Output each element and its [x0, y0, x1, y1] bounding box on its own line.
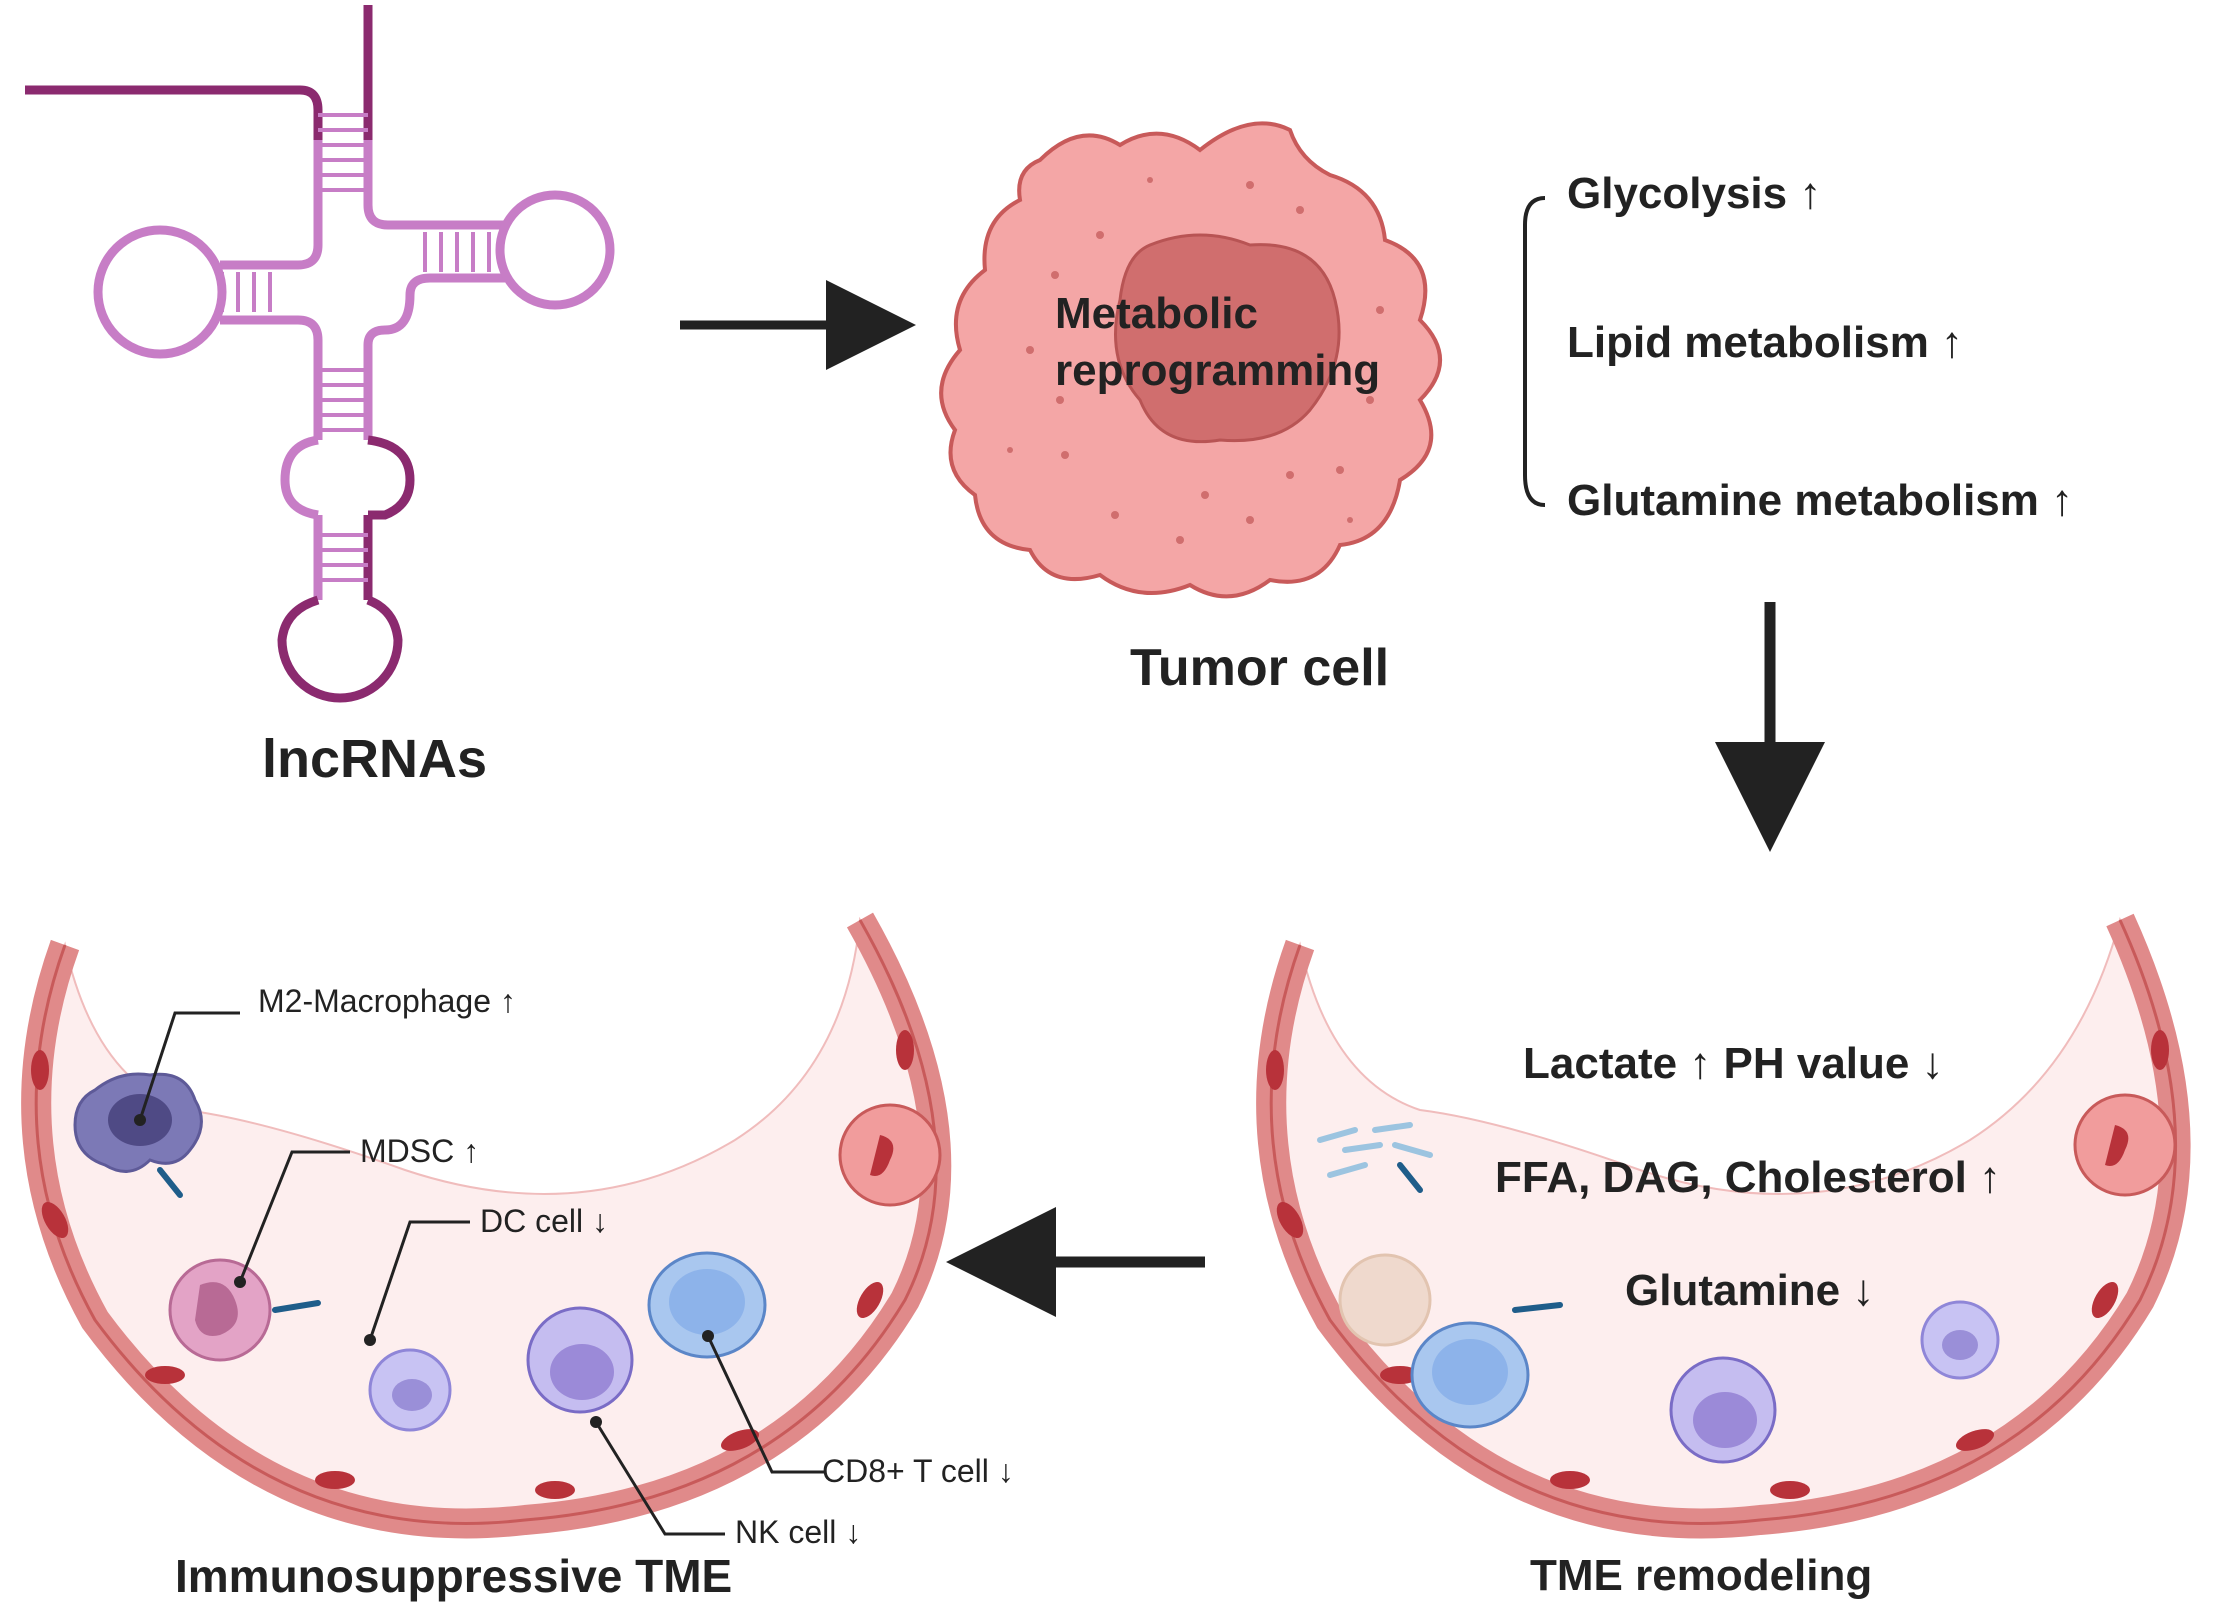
tumor-center-text-1: Metabolic [1055, 289, 1258, 338]
metabolism-bracket [1523, 196, 1546, 507]
lncrna-structure [25, 5, 615, 703]
tme-remodeling-vessel [1256, 913, 2191, 1539]
callout-cd8-t-cell: CD8+ T cell ↓ [822, 1453, 1014, 1489]
immunosuppressive-vessel [21, 912, 952, 1539]
callout-m2-macrophage: M2-Macrophage ↑ [258, 983, 516, 1019]
metabolism-item-1: Glycolysis ↑ [1567, 169, 1821, 218]
tumor-center-text-2: reprogramming [1055, 346, 1380, 395]
metabolism-item-3: Glutamine metabolism ↑ [1567, 476, 2073, 525]
callout-mdsc: MDSC ↑ [360, 1133, 479, 1169]
immunosuppressive-label: Immunosuppressive TME [175, 1550, 732, 1602]
callout-nk-cell: NK cell ↓ [735, 1514, 861, 1550]
metabolism-item-2: Lipid metabolism ↑ [1567, 318, 1963, 367]
callout-dc-cell: DC cell ↓ [480, 1203, 608, 1239]
tme-line-3: Glutamine ↓ [1625, 1266, 1874, 1315]
tme-remodeling-label: TME remodeling [1530, 1551, 1872, 1600]
tme-line-2: FFA, DAG, Cholesterol ↑ [1495, 1153, 2001, 1202]
tme-line-1: Lactate ↑ PH value ↓ [1523, 1039, 1944, 1088]
tumor-label: Tumor cell [1130, 639, 1389, 697]
lncrna-label: lncRNAs [262, 729, 487, 789]
tumor-cell [939, 121, 1442, 599]
